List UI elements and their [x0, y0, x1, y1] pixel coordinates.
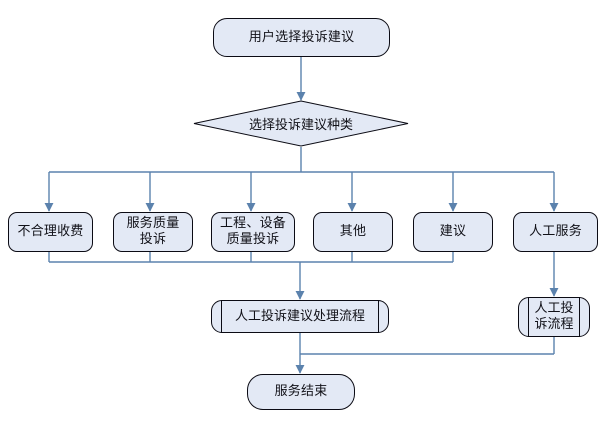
process-right-bar	[378, 300, 379, 333]
node-start-label: 用户选择投诉建议	[248, 29, 355, 45]
node-process-manual-service-label: 人工投 诉流程	[534, 301, 574, 332]
node-option-service-quality[interactable]: 服务质量 投诉	[113, 212, 193, 252]
node-option5-label: 建议	[439, 224, 467, 239]
node-option-unreasonable-fee[interactable]: 不合理收费	[8, 212, 93, 252]
node-process-manual-service[interactable]: 人工投 诉流程	[518, 297, 590, 337]
node-option-suggestion[interactable]: 建议	[413, 212, 493, 252]
node-process-manual-complaint-label: 人工投诉建议处理流程	[234, 308, 365, 324]
node-option-other[interactable]: 其他	[313, 212, 393, 252]
node-option4-label: 其他	[339, 224, 367, 239]
node-option2-label: 服务质量 投诉	[126, 216, 180, 247]
node-option3-label: 工程、设备 质量投诉	[219, 216, 286, 247]
process-left-bar	[528, 297, 529, 337]
node-option6-label: 人工服务	[529, 224, 582, 239]
node-start[interactable]: 用户选择投诉建议	[213, 18, 390, 57]
process-left-bar	[221, 300, 222, 333]
node-option-manual-service[interactable]: 人工服务	[513, 212, 598, 252]
process-right-bar	[579, 297, 580, 337]
node-decision-label: 选择投诉建议种类	[248, 118, 353, 133]
node-option-engineering-equipment[interactable]: 工程、设备 质量投诉	[211, 212, 295, 252]
diamond-shape	[193, 100, 409, 147]
node-process-manual-complaint[interactable]: 人工投诉建议处理流程	[211, 300, 389, 333]
node-option1-label: 不合理收费	[17, 224, 84, 239]
node-decision[interactable]: 选择投诉建议种类	[193, 100, 409, 147]
node-end-label: 服务结束	[274, 384, 328, 399]
node-end[interactable]: 服务结束	[247, 374, 355, 410]
